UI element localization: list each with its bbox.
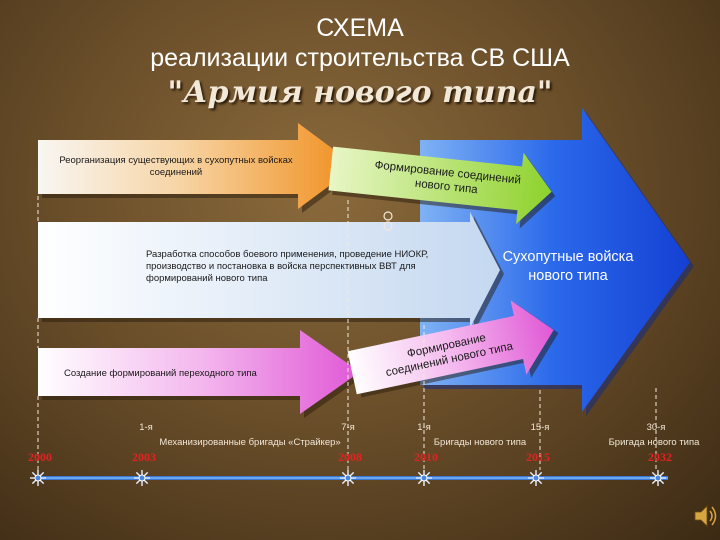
tick-label: 1-я: [417, 422, 431, 433]
year-label: 2003: [132, 450, 156, 464]
starburst-icon: [650, 470, 666, 486]
year-label: 2032: [648, 450, 672, 464]
year-label: 2000: [28, 450, 52, 464]
connector-dot: [383, 221, 393, 231]
year-label: 2015: [526, 450, 550, 464]
starburst-icon: [340, 470, 356, 486]
year-label: 2010: [414, 450, 438, 464]
formation-top-arrow: [328, 146, 556, 229]
tick-label: 30-я: [646, 422, 666, 433]
transitional-arrow: [38, 330, 360, 414]
starburst-icon: [528, 470, 544, 486]
speaker-icon: [694, 505, 717, 527]
tick-label: 7-я: [341, 422, 355, 433]
army-new-type-title: "Армия нового типа": [167, 75, 553, 110]
starburst-icon: [416, 470, 432, 486]
year-label: 2008: [338, 450, 362, 464]
schema-subtitle: реализации строительства СВ США: [150, 44, 570, 72]
starburst-icon: [134, 470, 150, 486]
stryker-caption: Механизированные бригады «Страйкер»: [159, 437, 341, 448]
reorg-arrow: [38, 123, 356, 209]
tick-label: 1-я: [139, 422, 153, 433]
tick-label: 15-я: [530, 422, 550, 433]
formation-bottom-arrow: [347, 300, 559, 398]
connector-dot: [383, 211, 393, 221]
new-brigades-caption: Бригады нового типа: [433, 437, 527, 448]
starburst-icon: [30, 470, 46, 486]
result-label: Сухопутные войска нового типа: [502, 249, 634, 284]
reorg-label: Реорганизация существующих в сухопутных …: [59, 155, 293, 178]
schema-title: СХЕМА: [316, 14, 404, 42]
development-arrow: [38, 212, 500, 328]
guide-lines: [37, 196, 657, 470]
transitional-label: Создание формирований переходного типа: [64, 368, 257, 379]
new-brigade-caption: Бригада нового типа: [608, 437, 700, 448]
development-label: Разработка способов боевого применения, …: [146, 249, 429, 284]
